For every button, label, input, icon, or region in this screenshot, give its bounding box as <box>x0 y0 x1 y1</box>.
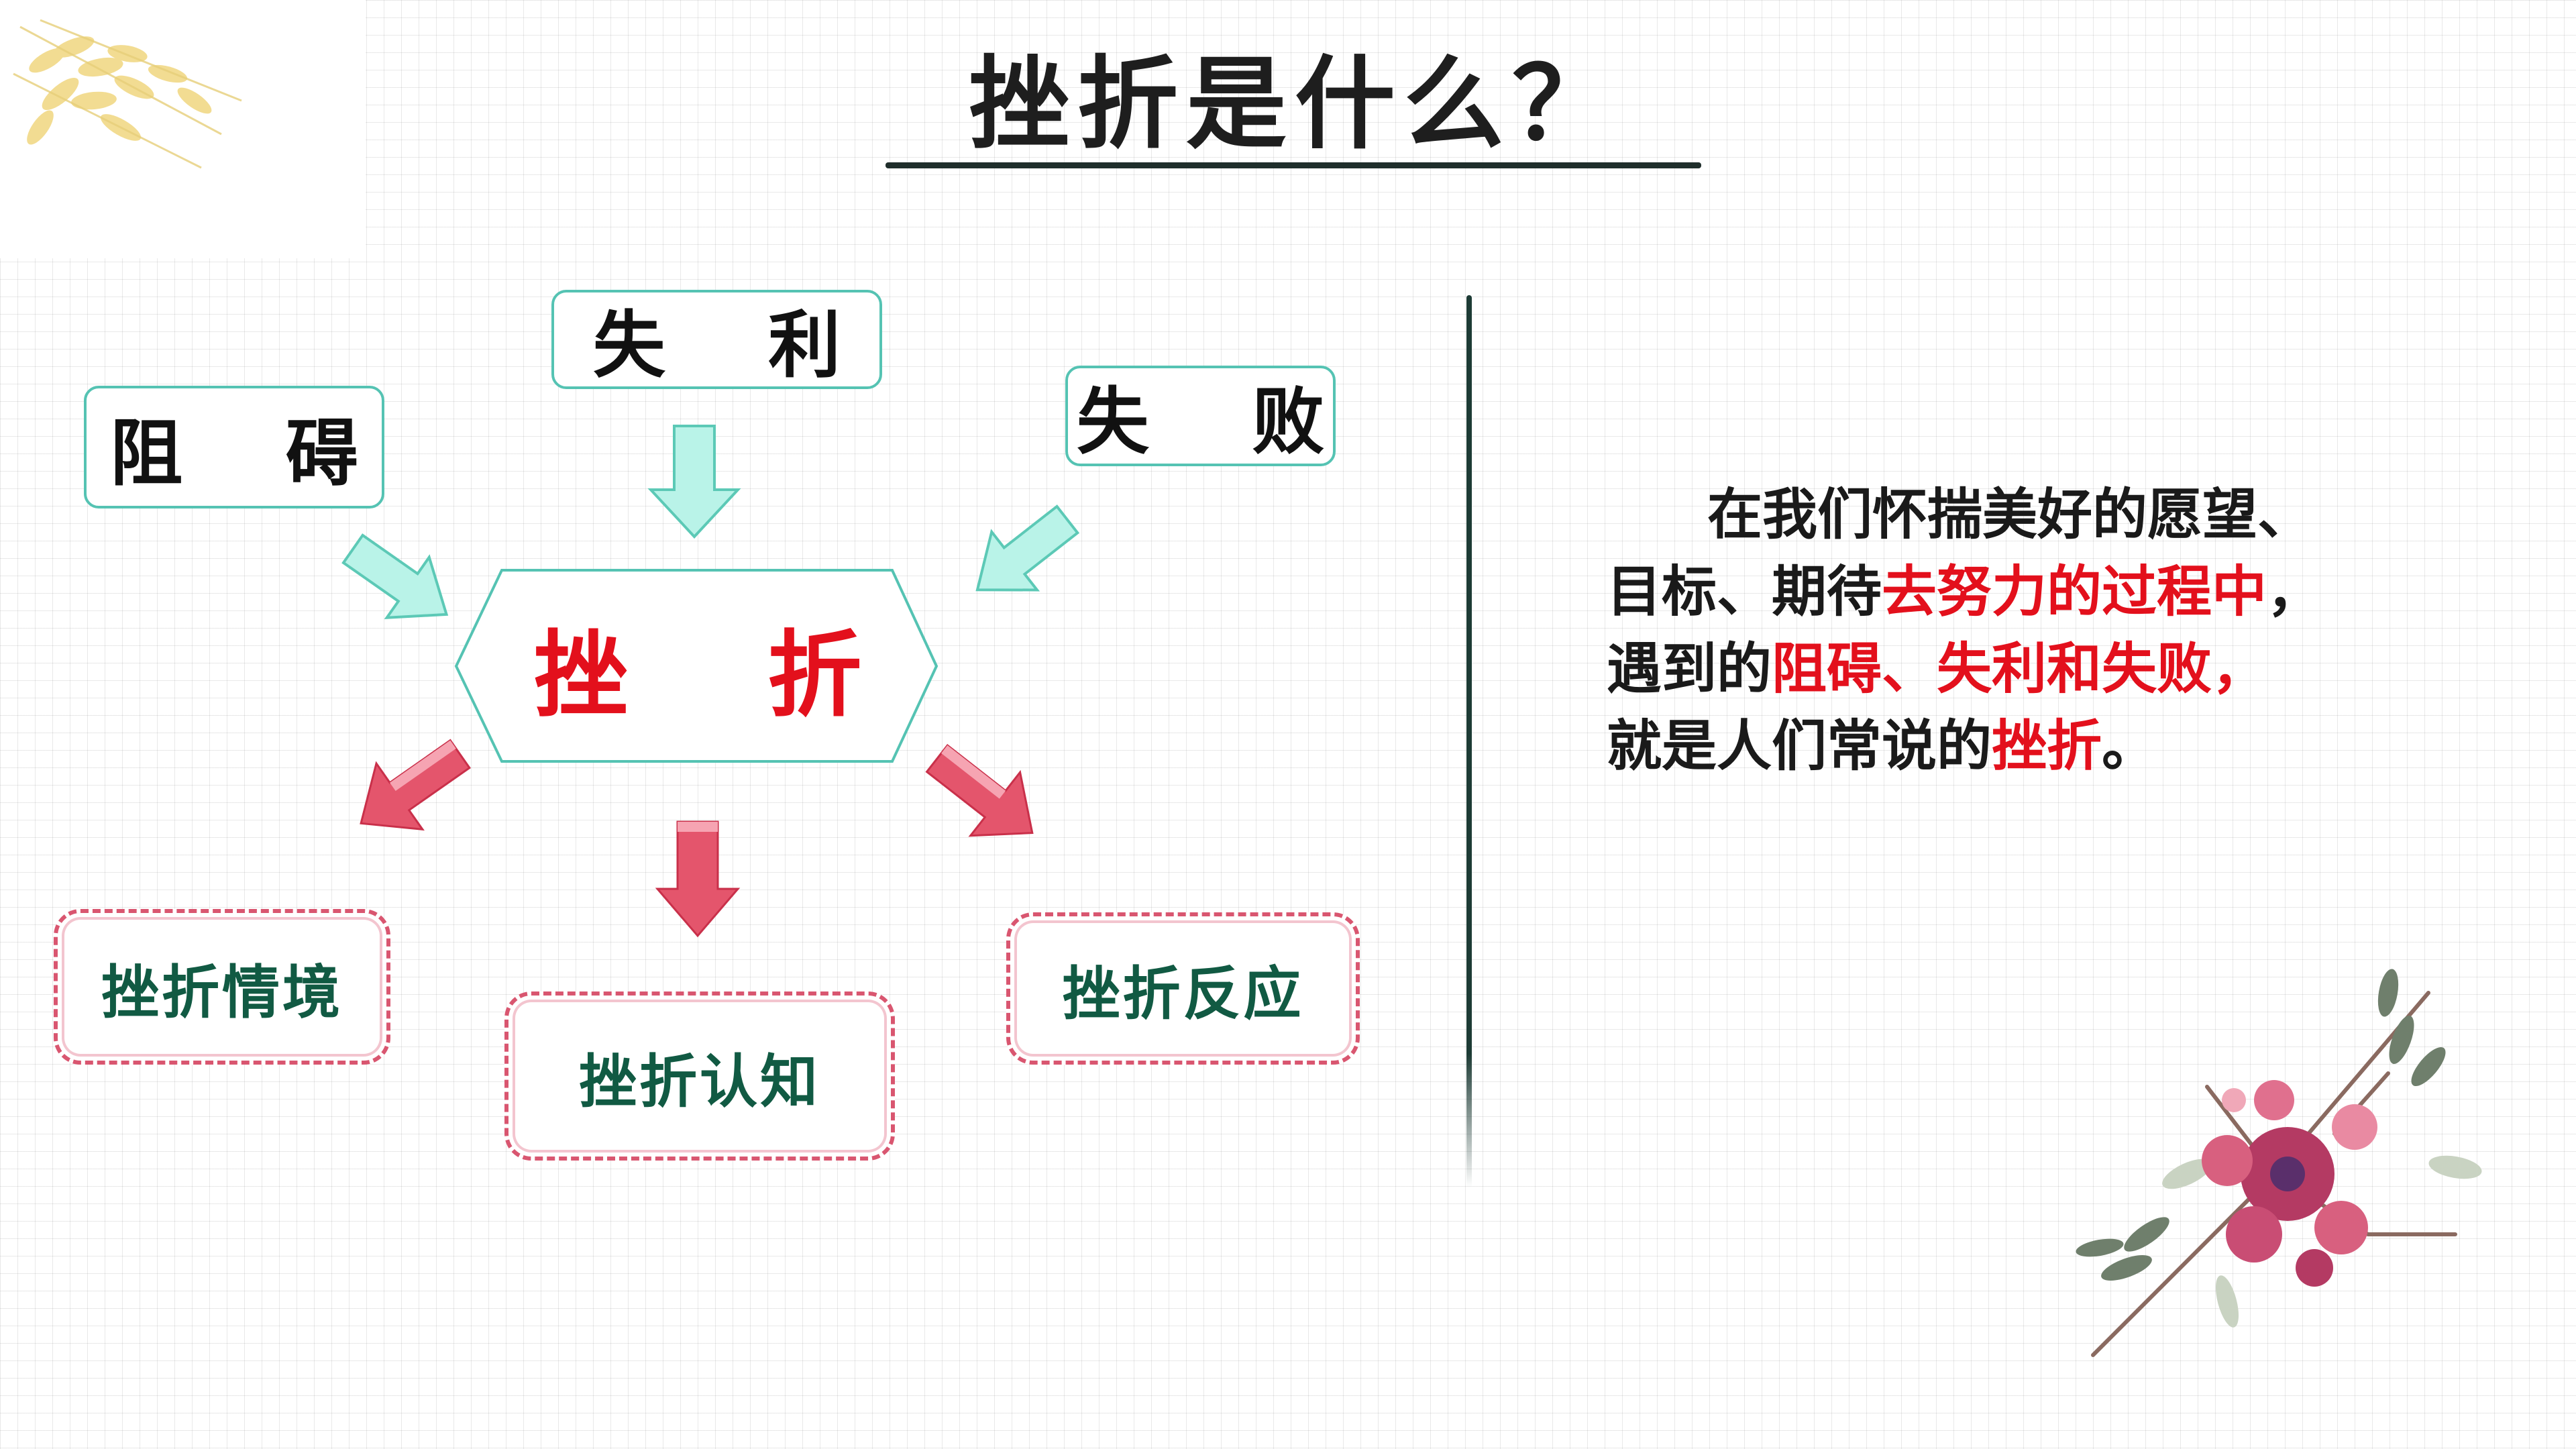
arrow-down-pink-icon <box>655 820 741 938</box>
explanation-line-1: 在我们怀揣美好的愿望、 <box>1607 476 2418 553</box>
title-underline <box>885 162 1701 168</box>
explanation-text-3a: 遇到的 <box>1607 637 1772 701</box>
page-title: 挫折是什么？ <box>968 45 1621 163</box>
explanation-highlight-causes: 阻碍、失利和失败 <box>1772 637 2212 701</box>
arrow-diagonal-left-teal-icon <box>975 504 1080 592</box>
arrow-down-left-pink-icon <box>360 739 471 831</box>
explanation-line-3: 遇到的阻碍、失利和失败， <box>1607 631 2418 708</box>
cause-setback-label: 失 利 <box>592 303 880 388</box>
explanation-text-1: 在我们怀揣美好的愿望、 <box>1707 482 2313 547</box>
cause-box-obstacle: 阻 碍 <box>84 386 384 508</box>
vertical-divider <box>1466 295 1472 1187</box>
arrow-down-right-pink-icon <box>925 743 1034 837</box>
center-hexagon <box>454 569 938 763</box>
explanation-text-2c: ， <box>2267 559 2322 624</box>
arrow-diagonal-right-teal-icon <box>341 533 449 620</box>
explanation-paragraph: 在我们怀揣美好的愿望、 目标、期待去努力的过程中， 遇到的阻碍、失利和失败， 就… <box>1607 476 2418 785</box>
diagram-shapes <box>341 425 1080 938</box>
result-box-reaction: 挫折反应 <box>1006 912 1360 1065</box>
cause-box-failure: 失 败 <box>1065 366 1336 466</box>
result-situation-label: 挫折情境 <box>101 958 343 1026</box>
explanation-line-2: 目标、期待去努力的过程中， <box>1607 553 2418 631</box>
explanation-line-4: 就是人们常说的挫折。 <box>1607 708 2418 785</box>
cause-obstacle-label: 阻 碍 <box>110 411 397 496</box>
result-box-cognition: 挫折认知 <box>504 991 895 1161</box>
explanation-highlight-effort: 去努力的过程中 <box>1882 559 2267 624</box>
result-reaction-label: 挫折反应 <box>1062 960 1304 1028</box>
cause-failure-label: 失 败 <box>1076 380 1364 464</box>
cause-box-setback: 失 利 <box>551 290 882 389</box>
result-box-situation: 挫折情境 <box>54 909 390 1065</box>
explanation-text-4c: 。 <box>2102 714 2157 778</box>
center-label: 挫 折 <box>456 570 939 765</box>
flower-decoration <box>2076 969 2482 1357</box>
wheat-decoration <box>0 0 366 258</box>
arrow-down-teal-icon <box>647 425 741 539</box>
explanation-text-2a: 目标、期待 <box>1607 559 1882 624</box>
explanation-highlight-frustration: 挫折 <box>1992 714 2102 778</box>
center-label-text: 挫 折 <box>533 621 916 731</box>
explanation-text-4a: 就是人们常说的 <box>1607 714 1992 778</box>
result-cognition-label: 挫折认知 <box>579 1047 820 1116</box>
explanation-text-3c: ， <box>2212 637 2267 701</box>
